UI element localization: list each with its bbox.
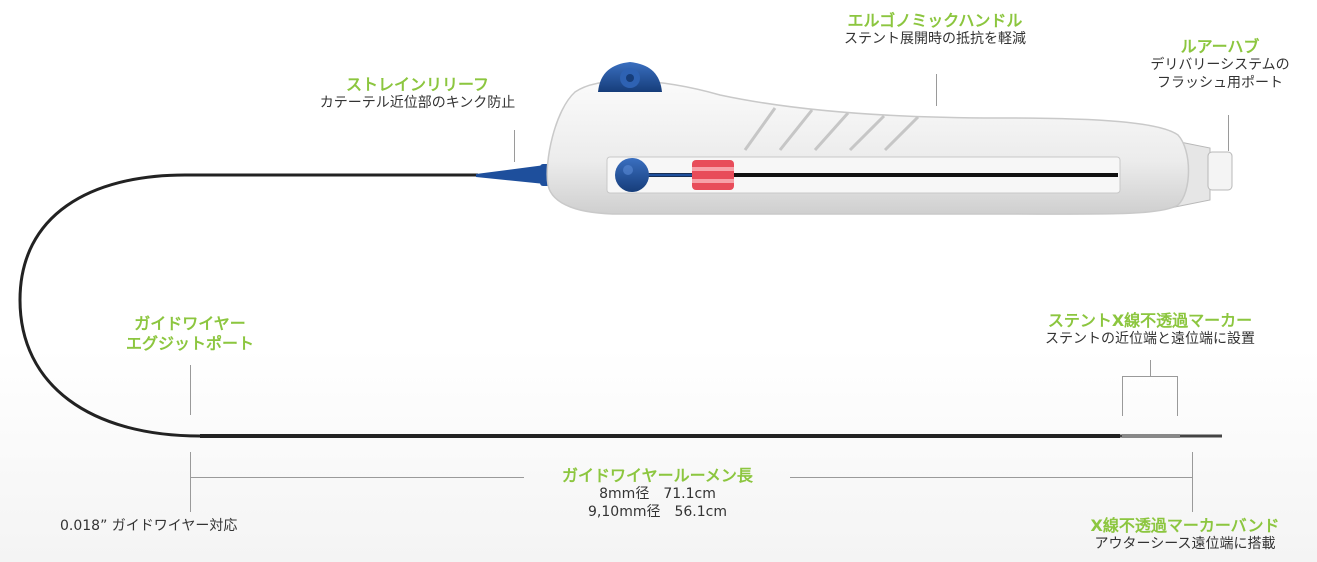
band-desc: アウターシース遠位端に搭載: [1094, 536, 1276, 552]
marker-bracket-top: [1122, 376, 1178, 377]
stent-marker-segment: [1122, 434, 1180, 438]
luer-desc-1: デリバリーシステムの: [1150, 57, 1290, 73]
label-marker-band: X線不透過マーカーバンド アウターシース遠位端に搭載: [1060, 516, 1310, 554]
luer-desc-2: フラッシュ用ポート: [1157, 74, 1283, 91]
leader-handle: [936, 74, 937, 106]
strain-relief: [476, 165, 545, 184]
leader-lumen-left: [190, 452, 191, 512]
label-stent-marker: ステントX線不透過マーカー ステントの近位端と遠位端に設置: [1000, 311, 1300, 349]
handle-title: エルゴノミックハンドル: [847, 11, 1023, 30]
lumen-row-2: 9,10mm径 56.1cm: [588, 503, 727, 520]
label-guidewire-exit-port: ガイドワイヤー エグジットポート: [100, 314, 280, 354]
marker-bracket-stem: [1150, 360, 1151, 376]
lumen-span-right: [790, 477, 1192, 478]
red-slider: [692, 160, 734, 190]
label-guidewire-compat: 0.018” ガイドワイヤー対応: [60, 518, 320, 536]
strain-title: ストレインリリーフ: [345, 75, 490, 94]
band-title: X線不透過マーカーバンド: [1090, 516, 1280, 535]
handle-desc: ステント展開時の抵抗を軽減: [844, 31, 1026, 47]
thumb-knob: [598, 62, 662, 92]
label-guidewire-lumen-length: ガイドワイヤールーメン長 8mm径 71.1cm 9,10mm径 56.1cm: [520, 466, 795, 521]
luer-title: ルアーハブ: [1180, 37, 1260, 56]
leader-lumen-right: [1192, 452, 1193, 512]
marker-bracket-right: [1177, 376, 1178, 416]
stent-marker-desc: ステントの近位端と遠位端に設置: [1045, 331, 1255, 347]
marker-bracket-left: [1122, 376, 1123, 416]
leader-strain: [514, 130, 515, 162]
leader-luer: [1228, 115, 1229, 151]
leader-exit: [190, 365, 191, 415]
lumen-row-1: 8mm径 71.1cm: [599, 486, 716, 502]
label-luer-hub: ルアーハブ デリバリーシステムの フラッシュ用ポート: [1130, 37, 1310, 92]
stent-marker-title: ステントX線不透過マーカー: [1047, 311, 1253, 330]
label-strain-relief: ストレインリリーフ カテーテル近位部のキンク防止: [280, 75, 555, 113]
lumen-title: ガイドワイヤールーメン長: [562, 466, 753, 485]
strain-desc: カテーテル近位部のキンク防止: [319, 95, 516, 111]
rear-knob: [615, 158, 649, 192]
wire-text: 0.018” ガイドワイヤー対応: [60, 518, 238, 534]
lumen-span-left: [190, 477, 524, 478]
luer-hub-cap: [1207, 151, 1233, 191]
exit-title-2: エグジットポート: [125, 334, 254, 353]
handle-body: [546, 79, 1190, 215]
grip-ridges: [743, 107, 920, 152]
exit-title-1: ガイドワイヤー: [134, 314, 246, 333]
catheter-shaft: [18, 173, 478, 438]
label-ergonomic-handle: エルゴノミックハンドル ステント展開時の抵抗を軽減: [800, 11, 1070, 49]
